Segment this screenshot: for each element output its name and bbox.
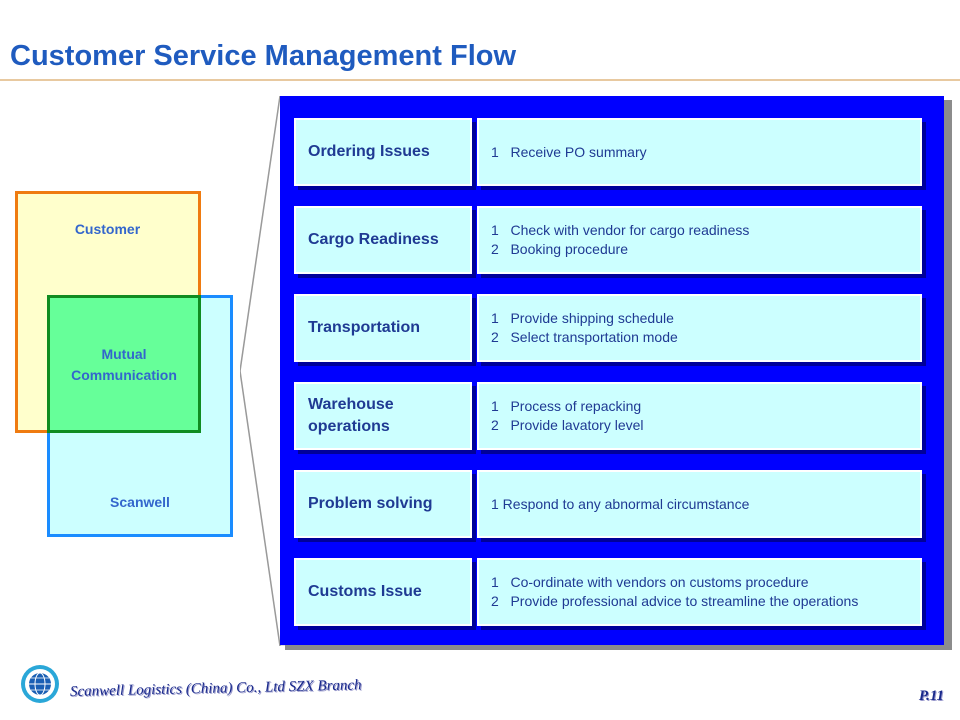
mutual-label-line1: Mutual xyxy=(101,346,147,362)
category-label: Customs Issue xyxy=(308,582,422,600)
description-cargo-readiness: 1 Check with vendor for cargo readiness … xyxy=(477,206,922,274)
row-customs-issue: Customs Issue 1 Co-ordinate with vendors… xyxy=(280,558,944,630)
row-cargo-readiness: Cargo Readiness 1 Check with vendor for … xyxy=(280,206,944,278)
globe-logo-icon xyxy=(21,665,59,703)
category-label: Problem solving xyxy=(308,494,433,512)
mutual-communication-box xyxy=(47,295,201,433)
description-item: 2 Select transportation mode xyxy=(491,329,678,345)
scanwell-label: Scanwell xyxy=(110,494,170,510)
category-customs-issue: Customs Issue xyxy=(294,558,472,626)
description-item: 1 Provide shipping schedule xyxy=(491,310,674,326)
description-item: 2 Booking procedure xyxy=(491,241,628,257)
description-item: 2 Provide lavatory level xyxy=(491,417,644,433)
category-cargo-readiness: Cargo Readiness xyxy=(294,206,472,274)
description-item: 1 Check with vendor for cargo readiness xyxy=(491,222,750,238)
category-problem-solving: Problem solving xyxy=(294,470,472,538)
description-problem-solving: 1 Respond to any abnormal circumstance xyxy=(477,470,922,538)
description-item: 1 Respond to any abnormal circumstance xyxy=(491,495,750,512)
category-transportation: Transportation xyxy=(294,294,472,362)
category-label: Cargo Readiness xyxy=(308,230,439,248)
row-transportation: Transportation 1 Provide shipping schedu… xyxy=(280,294,944,366)
customer-label: Customer xyxy=(74,221,141,237)
description-warehouse-operations: 1 Process of repacking 2 Provide lavator… xyxy=(477,382,922,450)
service-panel: Ordering Issues 1 Receive PO summary Car… xyxy=(280,96,944,645)
row-problem-solving: Problem solving 1 Respond to any abnorma… xyxy=(280,470,944,542)
category-label-line1: Warehouse xyxy=(308,395,394,413)
description-customs-issue: 1 Co-ordinate with vendors on customs pr… xyxy=(477,558,922,626)
category-label: Ordering Issues xyxy=(308,142,430,160)
page-title: Customer Service Management Flow xyxy=(10,40,517,72)
category-label-line2: operations xyxy=(308,418,390,435)
description-transportation: 1 Provide shipping schedule 2 Select tra… xyxy=(477,294,922,362)
description-ordering-issues: 1 Receive PO summary xyxy=(477,118,922,186)
description-item: 1 Process of repacking xyxy=(491,398,642,414)
category-ordering-issues: Ordering Issues xyxy=(294,118,472,186)
row-ordering-issues: Ordering Issues 1 Receive PO summary xyxy=(280,118,944,190)
category-label: Transportation xyxy=(308,318,421,336)
description-item: 2 Provide professional advice to streaml… xyxy=(491,593,859,609)
row-warehouse-operations: Warehouse operations 1 Process of repack… xyxy=(280,382,944,454)
page-number: P.11 xyxy=(918,688,944,704)
footer-company: Scanwell Logistics (China) Co., Ltd SZX … xyxy=(69,677,362,700)
mutual-label-line2: Communication xyxy=(71,367,177,383)
description-item: 1 Co-ordinate with vendors on customs pr… xyxy=(491,574,809,590)
title-divider xyxy=(0,79,960,81)
description-item: 1 Receive PO summary xyxy=(491,143,647,160)
category-warehouse-operations: Warehouse operations xyxy=(294,382,472,450)
